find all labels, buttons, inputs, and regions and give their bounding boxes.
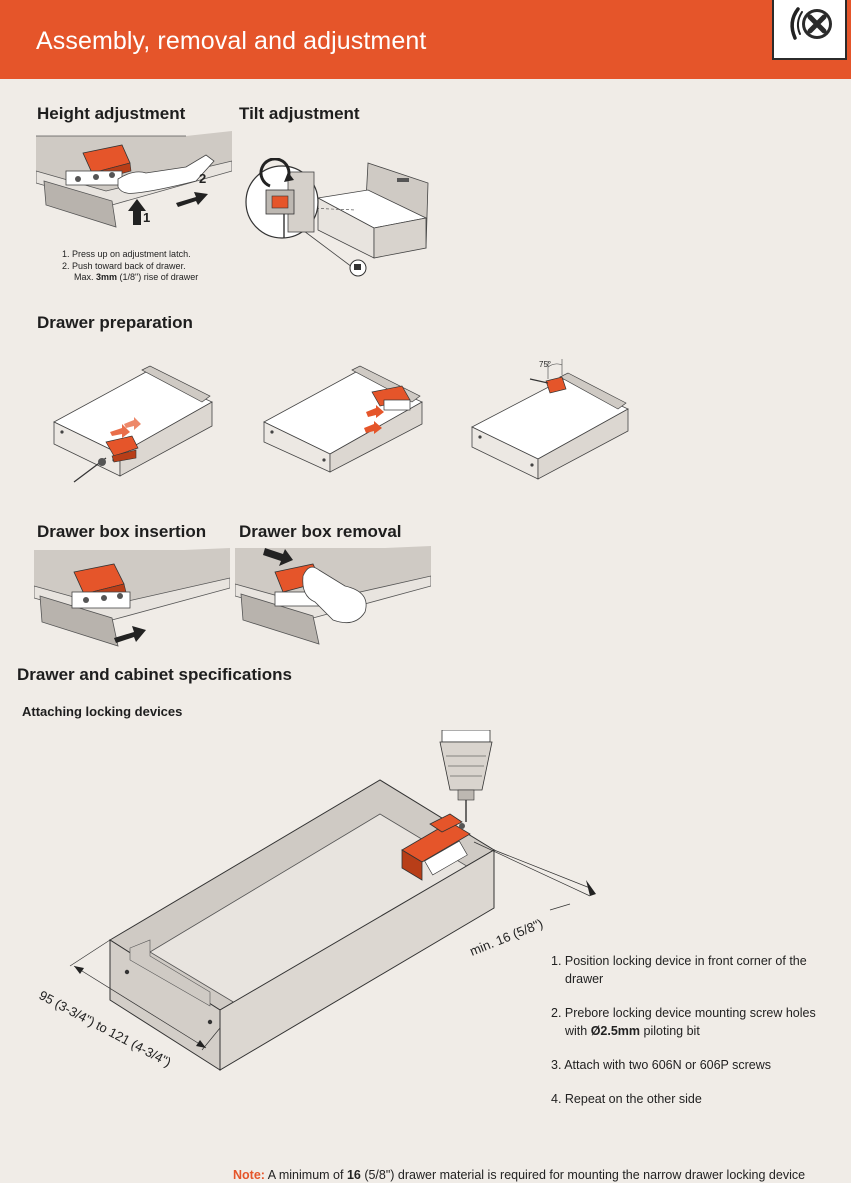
tilt-adjustment-heading: Tilt adjustment bbox=[239, 104, 360, 123]
footer-note: Note: A minimum of 16 (5/8") drawer mate… bbox=[233, 1168, 806, 1182]
instruction-step-2: 2. Prebore locking device mounting screw… bbox=[551, 1006, 816, 1038]
drawer-box-insertion-heading: Drawer box insertion bbox=[37, 522, 207, 541]
angle-label: 75° bbox=[539, 360, 551, 369]
note-label: Note: bbox=[233, 1168, 265, 1182]
drawer-box-removal-illustration bbox=[235, 546, 431, 645]
instruction-list: 1. Position locking device in front corn… bbox=[551, 952, 821, 1124]
height-step-1: 1. Press up on adjustment latch. bbox=[62, 249, 191, 259]
height-adjustment-illustration: 1 2 bbox=[36, 131, 232, 228]
drawer-box-insertion-illustration bbox=[34, 548, 230, 647]
drawer-box-removal-heading: Drawer box removal bbox=[239, 522, 402, 541]
height-step-2-detail: Max. 3mm (1/8") rise of drawer bbox=[74, 272, 199, 282]
drawer-preparation-step-3: 75° bbox=[471, 359, 629, 480]
specifications-subtitle: Attaching locking devices bbox=[22, 704, 183, 719]
tilt-adjustment-illustration bbox=[245, 158, 429, 277]
page-header: Assembly, removal and adjustment bbox=[0, 0, 851, 79]
drawer-preparation-step-2 bbox=[263, 365, 423, 473]
callout-1: 1 bbox=[143, 210, 150, 225]
drawer-preparation-heading: Drawer preparation bbox=[37, 313, 193, 332]
page-title: Assembly, removal and adjustment bbox=[36, 27, 427, 55]
screwdriver-screw-icon bbox=[790, 7, 832, 40]
height-step-2: 2. Push toward back of drawer. bbox=[62, 260, 186, 271]
callout-2: 2 bbox=[199, 171, 206, 186]
instruction-step-4: 4. Repeat on the other side bbox=[551, 1092, 702, 1106]
min-dimension-label: min. 16 (5/8") bbox=[468, 916, 546, 959]
height-adjustment-heading: Height adjustment bbox=[37, 104, 186, 123]
specifications-heading: Drawer and cabinet specifications bbox=[17, 665, 292, 684]
drawer-preparation-step-1 bbox=[53, 365, 213, 483]
logo-box bbox=[772, 0, 847, 60]
height-adjustment-steps: 1. Press up on adjustment latch. 2. Push… bbox=[62, 249, 198, 284]
instruction-step-3: 3. Attach with two 606N or 606P screws bbox=[551, 1058, 772, 1072]
locking-device-diagram: min. 16 (5/8") 95 (3-3/4") to 121 (4-3/4… bbox=[37, 730, 596, 1071]
instruction-step-1: 1. Position locking device in front corn… bbox=[551, 954, 807, 986]
